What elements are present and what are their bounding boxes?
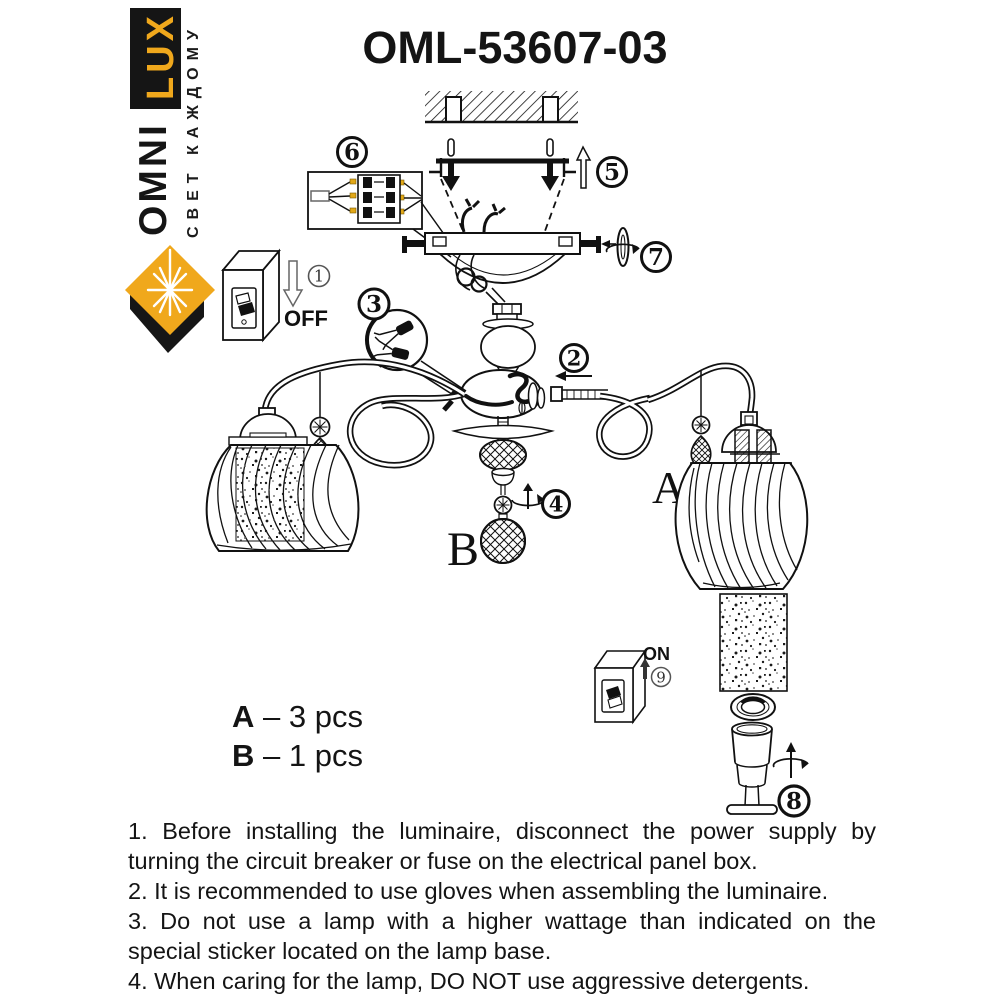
step-marker-6: 6 [336,136,368,168]
breaker-on [593,648,650,725]
step-marker-8: 8 [777,784,811,818]
instruction-item: 4. When caring for the lamp, DO NOT use … [128,968,810,994]
right-crystal-pendant [690,371,712,471]
svg-text:1: 1 [314,267,324,286]
mounting-bracket [429,138,592,232]
step-marker-7: 7 [640,241,672,273]
step-marker-2: 2 [559,343,589,373]
shade-b-letter: B [447,523,479,576]
ceiling-hatch [425,91,578,124]
dash: – [263,738,281,773]
parts-row-a: A – 3 pcs [232,697,363,736]
model-title: OML-53607-03 [362,22,668,73]
step-marker-9: 9 [650,666,672,688]
canopy-side-screws [402,236,601,253]
lamp-socket [726,721,809,815]
left-arm [261,358,466,469]
step-marker-5: 5 [596,156,628,188]
right-shade [674,411,809,590]
on-label: ON [643,644,670,664]
part-a-qty: 3 pcs [288,699,363,734]
arrow-up-icon [575,145,592,189]
instruction-item: 3. Do not use a lamp with a higher watta… [128,908,876,964]
center-crystal-assembly [451,416,555,564]
logo-lux-box [130,8,181,109]
part-a-name: A [232,699,255,734]
parts-list: A – 3 pcs B – 1 pcs [232,697,363,775]
svg-text:7: 7 [648,244,664,271]
left-shade [205,407,360,552]
svg-text:5: 5 [604,159,620,186]
right-arm [596,362,756,460]
svg-text:9: 9 [656,669,666,687]
arrow-down-icon [282,260,304,308]
instruction-item: 1. Before installing the luminaire, disc… [128,818,876,874]
breaker-off [221,248,304,343]
logo-diamond-icon [125,245,215,353]
part-b-qty: 1 pcs [288,738,363,773]
arrow-up-small-icon [640,658,650,679]
instruction-item: 2. It is recommended to use gloves when … [128,878,829,904]
finial-screw [601,227,640,267]
canopy [402,198,601,315]
dash: – [263,699,281,734]
svg-text:2: 2 [567,346,582,371]
part-b-name: B [232,738,255,773]
instructions-text: 1. Before installing the luminaire, disc… [128,816,876,996]
step-marker-1: 1 [307,264,331,288]
terminal-block-callout [307,171,457,258]
svg-text:4: 4 [549,492,564,517]
step-marker-4: 4 [541,489,571,519]
svg-text:6: 6 [344,139,360,166]
arm-rod-step2 [550,371,608,402]
parts-row-b: B – 1 pcs [232,736,363,775]
shade-ring [730,693,776,721]
step-marker-3: 3 [357,287,391,321]
off-label: OFF [284,306,328,331]
svg-text:8: 8 [786,788,802,815]
svg-text:3: 3 [366,291,382,318]
sticker-texture-panel [719,593,788,692]
